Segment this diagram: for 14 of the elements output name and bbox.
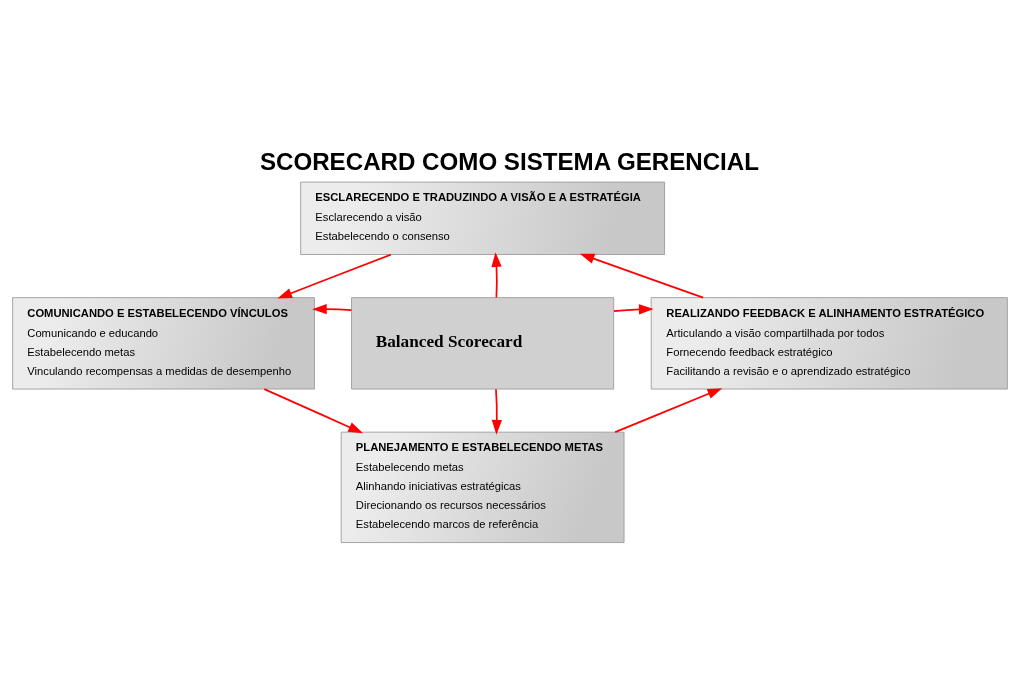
node-box: Balanced Scorecard xyxy=(351,297,615,390)
arrow xyxy=(491,388,502,435)
arrow xyxy=(614,388,723,433)
diagram-title: SCORECARD COMO SISTEMA GERENCIAL xyxy=(259,148,759,176)
arrow xyxy=(613,304,654,315)
arrow xyxy=(579,253,705,299)
arrow xyxy=(263,388,364,434)
arrow xyxy=(277,253,392,299)
node-box: REALIZANDO FEEDBACK E ALINHAMENTO ESTRATÉGICO Articulando a visão compartilhada por todos Fornecendo feedback estratégico Facilitando a revisão e o aprendizado estratégico xyxy=(650,297,1008,390)
node-box: PLANEJAMENTO E ESTABELECENDO METAS Estabelecendo metas Alinhando iniciativas estratégicas Direcionando os recursos necessários Estabelecendo marcos de referência xyxy=(340,431,625,543)
arrow xyxy=(312,303,353,315)
node-box: COMUNICANDO E ESTABELECENDO VÍNCULOS Comunicando e educando Estabelecendo metas Vinculando recompensas a medidas de desempenho xyxy=(12,297,315,390)
arrow xyxy=(491,252,502,299)
node-box: ESCLARECENDO E TRADUZINDO A VISÃO E A ESTRATÉGIA Esclarecendo a visão Estabelecendo o consenso xyxy=(300,181,665,255)
